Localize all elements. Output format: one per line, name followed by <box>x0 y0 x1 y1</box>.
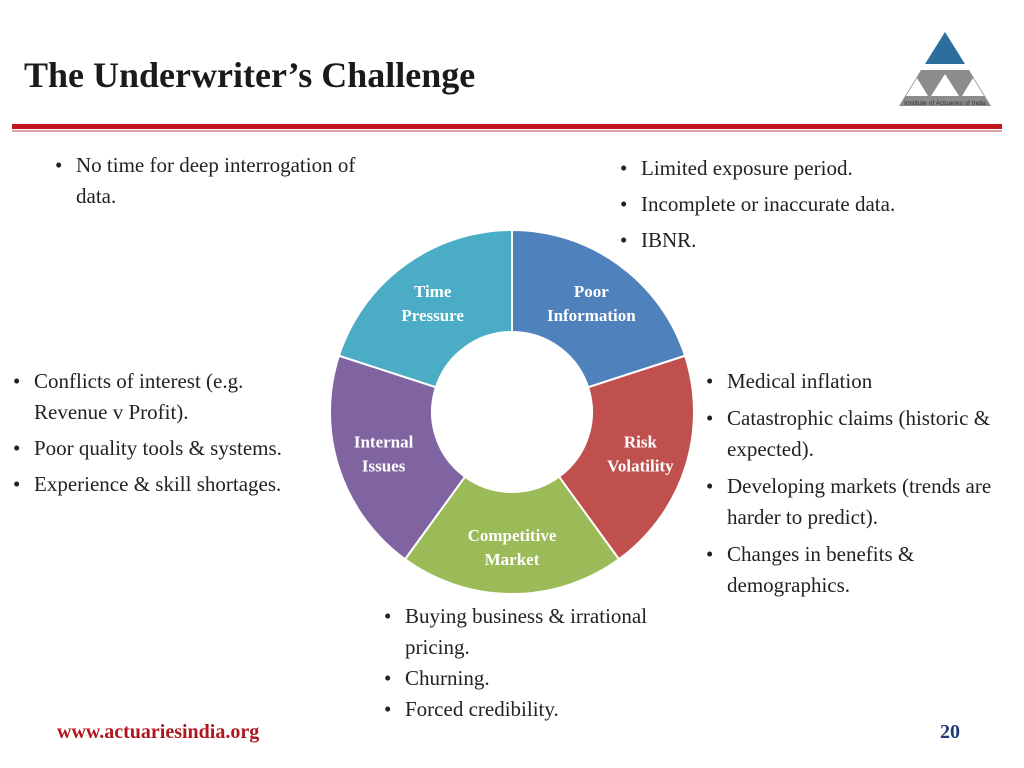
time-pressure-bullets: No time for deep interrogation of data. <box>55 150 400 212</box>
bullet-item: Limited exposure period. <box>620 150 980 186</box>
bullet-item: No time for deep interrogation of data. <box>55 150 400 212</box>
slide-title: The Underwriter’s Challenge <box>24 55 476 95</box>
logo-caption: Institute of Actuaries of India <box>904 100 986 107</box>
competitive-market-bullets: Buying business & irrational pricing. Ch… <box>384 601 704 725</box>
bullet-item: IBNR. <box>620 222 980 258</box>
bullet-item: Poor quality tools & systems. <box>13 433 293 464</box>
bullet-item: Incomplete or inaccurate data. <box>620 186 980 222</box>
page-number: 20 <box>940 721 960 743</box>
segment-risk-volatility <box>557 354 695 561</box>
segment-competitive-market <box>403 475 621 595</box>
footer-website: www.actuariesindia.org <box>57 721 260 743</box>
risk-volatility-bullets: Medical inflation Catastrophic claims (h… <box>706 366 1018 601</box>
bullet-item: Developing markets (trends are harder to… <box>706 471 1018 533</box>
institute-logo <box>899 32 991 106</box>
segment-poor-information <box>511 228 687 389</box>
poor-information-bullets: Limited exposure period. Incomplete or i… <box>620 150 980 258</box>
segment-internal-issues <box>329 354 467 561</box>
bullet-item: Buying business & irrational pricing. <box>384 601 704 663</box>
bullet-item: Conflicts of interest (e.g. Revenue v Pr… <box>13 366 293 428</box>
title-divider <box>12 124 1002 129</box>
bullet-item: Churning. <box>384 663 704 694</box>
bullet-item: Catastrophic claims (historic & expected… <box>706 403 1018 465</box>
internal-issues-bullets: Conflicts of interest (e.g. Revenue v Pr… <box>13 366 293 500</box>
bullet-item: Medical inflation <box>706 366 1018 397</box>
title-divider-shadow <box>12 130 1002 132</box>
bullet-item: Forced credibility. <box>384 694 704 725</box>
bullet-item: Experience & skill shortages. <box>13 469 293 500</box>
bullet-item: Changes in benefits & demographics. <box>706 539 1018 601</box>
segment-time-pressure <box>337 228 513 389</box>
